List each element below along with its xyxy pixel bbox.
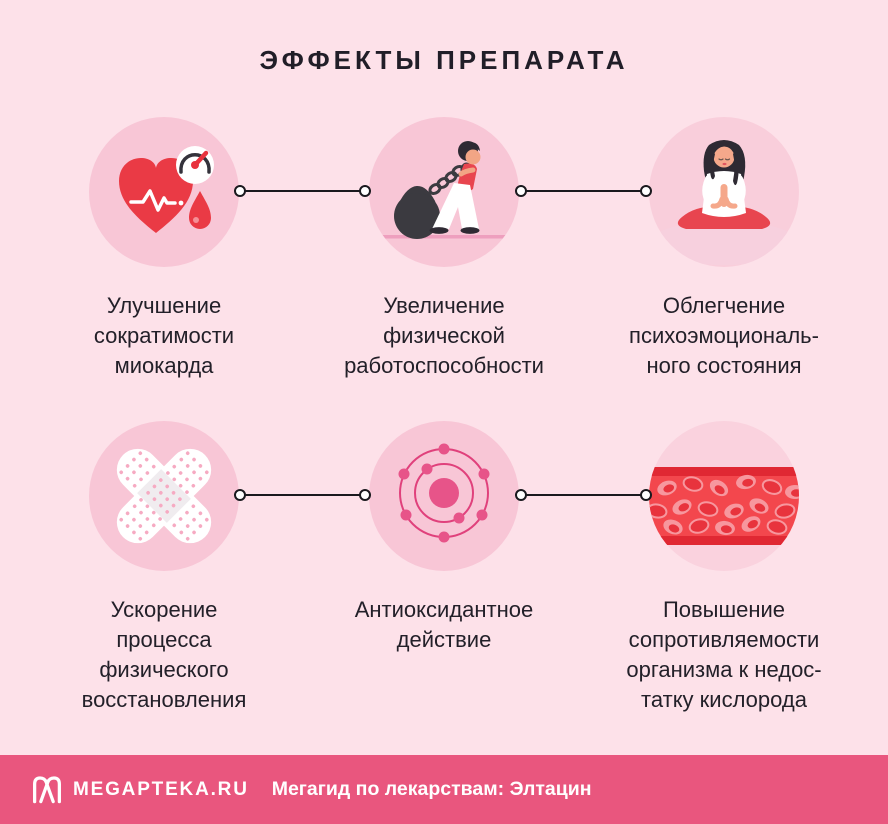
effect-3-cell [584,117,864,267]
effect-2-cell [304,117,584,267]
connector-endpoint [640,185,652,197]
blood-vessel-cells-icon [649,467,799,545]
footer-brand: MEGAPTEKA.RU [73,778,249,800]
meditating-woman-icon [649,140,799,265]
effect-6-label: Повышение сопротивляемости организма к н… [626,597,822,712]
page-title: ЭФФЕКТЫ ПРЕПАРАТА [259,45,629,75]
connector-endpoint [640,489,652,501]
red-blood-cells [649,474,799,536]
footer-tagline: Мегагид по лекарствам: Элтацин [271,778,592,800]
connector-line [245,493,360,497]
footer-bar: MEGAPTEKA.RU Мегагид по лекарствам: Элта… [0,755,888,824]
connector-endpoint [359,489,371,501]
label-row-1: Улучшение сократимости миокарда Увеличен… [0,291,888,381]
connector-line [245,189,360,193]
crossed-bandages-icon [116,448,212,544]
effect-4-circle [89,421,239,571]
effect-6-cell [584,421,864,571]
connector-4-5 [234,489,371,501]
effect-3-label: Облегчение психоэмоциональ- ного состоян… [629,293,819,378]
connector-5-6 [515,489,652,501]
effect-1-label: Улучшение сократимости миокарда [93,293,235,378]
atom-orbits-icon [398,443,490,543]
label-row-2: Ускорение процесса физического восстанов… [0,595,888,715]
connector-1-2 [234,185,371,197]
effect-5-circle [369,421,519,571]
effect-5-cell [304,421,584,571]
megapteka-m-logo-icon [33,775,61,803]
connector-2-3 [515,185,652,197]
effect-4-label: Ускорение процесса физического восстанов… [81,597,247,712]
effect-6-circle [649,421,799,571]
connector-line [526,493,641,497]
effect-5-label: Антиоксидантное действие [354,597,534,652]
woman-dragging-kettlebell-icon [379,141,511,239]
connector-endpoint [359,185,371,197]
effect-3-circle [649,117,799,267]
icon-row-2 [0,421,888,571]
effect-1-circle [89,117,239,267]
effect-1-cell [24,117,304,267]
connector-line [526,189,641,193]
effect-2-circle [369,117,519,267]
effect-4-cell [24,421,304,571]
effect-2-label: Увеличение физической работоспособности [344,293,544,378]
icon-row-1 [0,117,888,267]
heart-cardiogram-gauge-icon [119,146,214,233]
